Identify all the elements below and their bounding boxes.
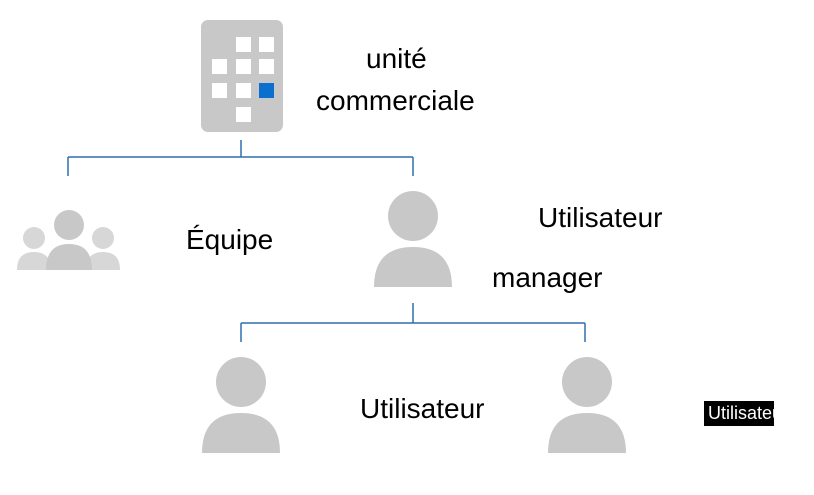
user-right-node	[548, 357, 626, 453]
manager-node	[374, 191, 452, 287]
user-left-node	[202, 357, 280, 453]
business-unit-node	[201, 20, 283, 132]
building-icon	[201, 20, 283, 132]
manager-label-line2: manager	[492, 262, 603, 293]
user-right-label: Utilisateur	[704, 401, 774, 426]
user-icon	[374, 191, 452, 287]
user-left-label: Utilisateur	[360, 393, 485, 424]
user-icon	[548, 357, 626, 453]
team-icon	[17, 210, 120, 270]
user-icon	[202, 357, 280, 453]
business-unit-label-line2: commerciale	[316, 85, 475, 116]
team-label: Équipe	[186, 224, 274, 255]
business-unit-label-line1: unité	[366, 43, 427, 74]
manager-label-line1: Utilisateur	[538, 202, 663, 233]
team-node	[17, 208, 121, 272]
